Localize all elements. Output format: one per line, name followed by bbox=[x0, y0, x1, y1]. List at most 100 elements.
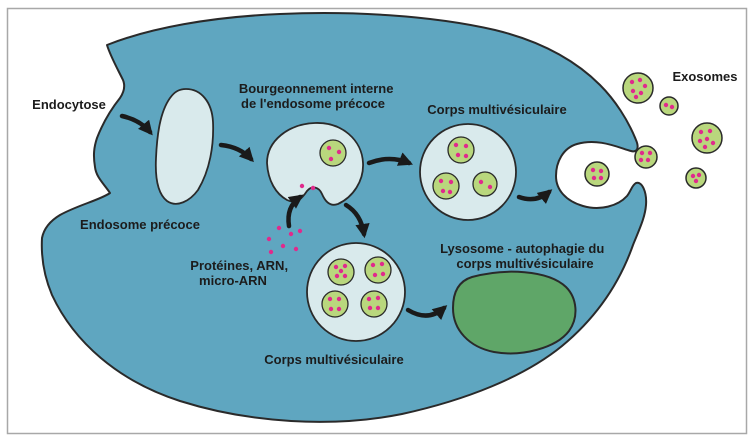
exosome bbox=[634, 145, 658, 169]
cargo-dot bbox=[326, 145, 332, 151]
intraluminal-vesicle bbox=[319, 139, 347, 167]
cargo-dot bbox=[642, 83, 648, 89]
free-cargo-dots bbox=[266, 225, 303, 255]
mvb-membrane bbox=[306, 242, 406, 342]
cargo-dot bbox=[342, 263, 348, 269]
arrow-mvb-to-release-site bbox=[516, 189, 553, 205]
cargo-dot bbox=[336, 149, 342, 155]
cargo-dot bbox=[336, 306, 342, 312]
lysosome bbox=[452, 270, 577, 355]
labels-group: Endocytose Bourgeonnement interne de l'e… bbox=[32, 69, 737, 367]
exosome bbox=[584, 161, 610, 187]
vesicle-circle bbox=[447, 136, 475, 164]
label-endosome-precoce: Endosome précoce bbox=[80, 217, 200, 232]
cargo-dot bbox=[375, 295, 381, 301]
cargo-dot bbox=[440, 188, 446, 194]
cargo-dot bbox=[333, 264, 339, 270]
cargo-dot bbox=[463, 143, 469, 149]
multivesicular-body-bottom bbox=[306, 242, 406, 342]
arrow-endosome-to-budding bbox=[218, 142, 254, 163]
cargo-dot bbox=[704, 136, 710, 142]
cargo-dot bbox=[669, 104, 675, 110]
vesicle-cargo-dots bbox=[438, 142, 493, 195]
vesicle-cargo-dots bbox=[327, 261, 386, 312]
cargo-dot bbox=[268, 249, 274, 255]
arrow-budding-to-mvb-bottom bbox=[343, 202, 370, 239]
early-endosome bbox=[154, 88, 215, 205]
vesicle-circle bbox=[321, 290, 349, 318]
budding-endosome bbox=[266, 122, 364, 206]
arrow-mvb-to-lysosome bbox=[405, 305, 448, 321]
cargo-dot bbox=[328, 306, 334, 312]
cargo-dot bbox=[288, 231, 294, 237]
vesicle-circle bbox=[472, 171, 498, 197]
label-lysosome-line1: Lysosome - autophagie du bbox=[440, 241, 604, 256]
cargo-dot bbox=[379, 261, 385, 267]
cargo-dot bbox=[638, 90, 644, 96]
cargo-dot bbox=[629, 79, 635, 85]
cargo-dot bbox=[487, 184, 493, 190]
cargo-dot bbox=[455, 152, 461, 158]
cargo-dot bbox=[266, 236, 272, 242]
multivesicular-body-top bbox=[419, 123, 517, 221]
cargo-dot bbox=[448, 179, 454, 185]
cargo-dot bbox=[334, 273, 340, 279]
arrow-endocytosis-to-endosome bbox=[119, 113, 153, 136]
label-bourgeonnement-line2: de l'endosome précoce bbox=[241, 96, 385, 111]
label-corps-mvb-top: Corps multivésiculaire bbox=[427, 102, 566, 117]
cargo-dot bbox=[638, 157, 644, 163]
cargo-dot bbox=[310, 185, 316, 191]
label-corps-mvb-bottom: Corps multivésiculaire bbox=[264, 352, 403, 367]
vesicle-circle bbox=[364, 256, 392, 284]
label-lysosome: Lysosome - autophagie du corps multivési… bbox=[440, 241, 608, 271]
exosome bbox=[622, 72, 654, 104]
vesicle-circle bbox=[432, 172, 460, 200]
cargo-dot bbox=[598, 168, 604, 174]
cargo-dot bbox=[696, 172, 702, 178]
cargo-dot bbox=[336, 296, 342, 302]
cargo-dot bbox=[663, 102, 669, 108]
cargo-dot bbox=[630, 88, 636, 94]
cargo-dot bbox=[633, 94, 639, 100]
label-proteines-line2: micro-ARN bbox=[199, 273, 267, 288]
cargo-dot bbox=[702, 144, 708, 150]
label-bourgeonnement: Bourgeonnement interne de l'endosome pré… bbox=[239, 81, 397, 111]
cargo-dot bbox=[463, 153, 469, 159]
label-endocytose: Endocytose bbox=[32, 97, 106, 112]
cargo-dot bbox=[447, 189, 453, 195]
exosome bbox=[685, 167, 707, 189]
cargo-dot bbox=[697, 138, 703, 144]
cargo-dot bbox=[299, 183, 305, 189]
process-arrows bbox=[119, 113, 553, 321]
cargo-dot bbox=[372, 272, 378, 278]
cargo-dot bbox=[710, 140, 716, 146]
cargo-dot bbox=[276, 225, 282, 231]
vesicle-circle bbox=[319, 139, 347, 167]
cargo-dot bbox=[327, 296, 333, 302]
label-exosomes: Exosomes bbox=[672, 69, 737, 84]
cargo-dot bbox=[591, 175, 597, 181]
cargo-dot bbox=[478, 179, 484, 185]
cargo-dot bbox=[328, 156, 334, 162]
cargo-dot bbox=[280, 243, 286, 249]
cargo-dot bbox=[645, 157, 651, 163]
cargo-dot bbox=[367, 305, 373, 311]
cargo-dot bbox=[707, 128, 713, 134]
cargo-dot bbox=[297, 228, 303, 234]
label-lysosome-line2: corps multivésiculaire bbox=[456, 256, 593, 271]
arrow-cargo-into-budding bbox=[286, 194, 304, 229]
cargo-dot bbox=[693, 178, 699, 184]
cargo-dot bbox=[647, 150, 653, 156]
cargo-dot bbox=[366, 296, 372, 302]
label-bourgeonnement-line1: Bourgeonnement interne bbox=[239, 81, 394, 96]
cargo-dot bbox=[698, 129, 704, 135]
label-proteines-line1: Protéines, ARN, bbox=[190, 258, 288, 273]
cargo-dot bbox=[338, 268, 344, 274]
cargo-dot bbox=[690, 173, 696, 179]
cargo-dot bbox=[293, 246, 299, 252]
arrow-budding-to-mvb-top bbox=[366, 152, 413, 166]
exosome bbox=[659, 96, 679, 116]
cargo-dot bbox=[639, 150, 645, 156]
